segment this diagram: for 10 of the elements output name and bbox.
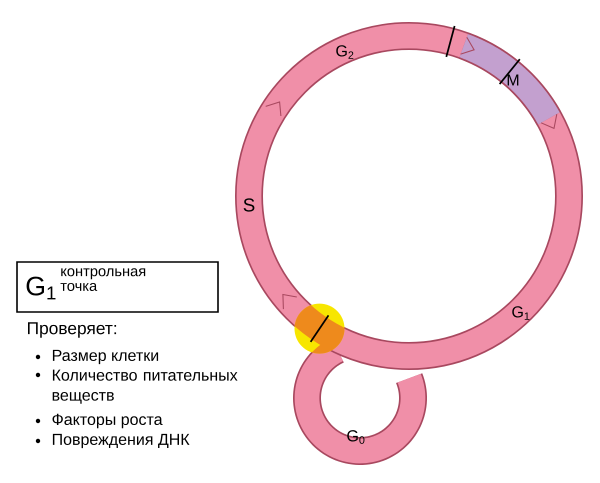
phase-label: G$_{1}$ [512, 306, 530, 320]
phase-label: M [508, 74, 518, 86]
list-item: Факторы роста [52, 414, 163, 428]
phase-label: S [244, 198, 254, 212]
list-item: Повреждения ДНК [52, 434, 190, 448]
list-item: Размер клетки [52, 350, 158, 364]
phase-label: G$_{2}$ [336, 45, 354, 59]
phase-label: G$_{0}$ [347, 430, 364, 444]
checkpoint-box: G$_{1}$ контрольная точка [16, 261, 219, 313]
list-item: Количество питательных веществ [52, 370, 238, 404]
